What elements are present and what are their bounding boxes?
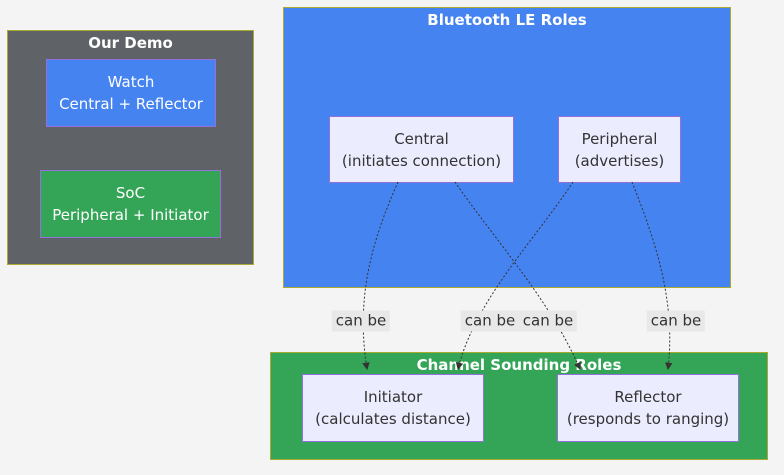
node-watch-subtitle: Central + Reflector [59,95,203,113]
edge-label-peripheral-initiator: can be [460,310,520,332]
cluster-bluetooth-le-roles-title: Bluetooth LE Roles [427,11,587,29]
node-reflector-title: Reflector [614,388,682,406]
node-central: Central (initiates connection) [329,116,514,183]
node-peripheral-subtitle: (advertises) [574,151,665,170]
node-central-title: Central [394,129,449,148]
cluster-channel-sounding-roles-title: Channel Sounding Roles [416,356,622,374]
node-central-subtitle: (initiates connection) [341,151,502,170]
node-initiator-title: Initiator [363,388,423,406]
node-watch: Watch Central + Reflector [46,59,216,127]
node-soc: SoC Peripheral + Initiator [40,170,221,238]
node-initiator: Initiator (calculates distance) [302,374,484,442]
cluster-channel-sounding-roles: Channel Sounding Roles Initiator (calcul… [270,352,768,460]
node-initiator-subtitle: (calculates distance) [315,410,471,428]
edge-label-central-initiator: can be [331,310,391,332]
node-soc-subtitle: Peripheral + Initiator [52,206,209,224]
cluster-our-demo-title: Our Demo [88,34,173,52]
cluster-bluetooth-le-roles: Bluetooth LE Roles Central (initiates co… [283,7,731,288]
node-peripheral-title: Peripheral [581,129,658,148]
node-soc-title: SoC [115,184,146,202]
node-reflector-subtitle: (responds to ranging) [566,410,730,428]
node-reflector: Reflector (responds to ranging) [557,374,739,442]
edge-label-central-reflector: can be [518,310,578,332]
cluster-our-demo: Our Demo Watch Central + Reflector SoC P… [7,30,254,265]
node-peripheral: Peripheral (advertises) [558,116,681,183]
edge-label-peripheral-reflector: can be [646,310,706,332]
node-watch-title: Watch [107,73,155,91]
